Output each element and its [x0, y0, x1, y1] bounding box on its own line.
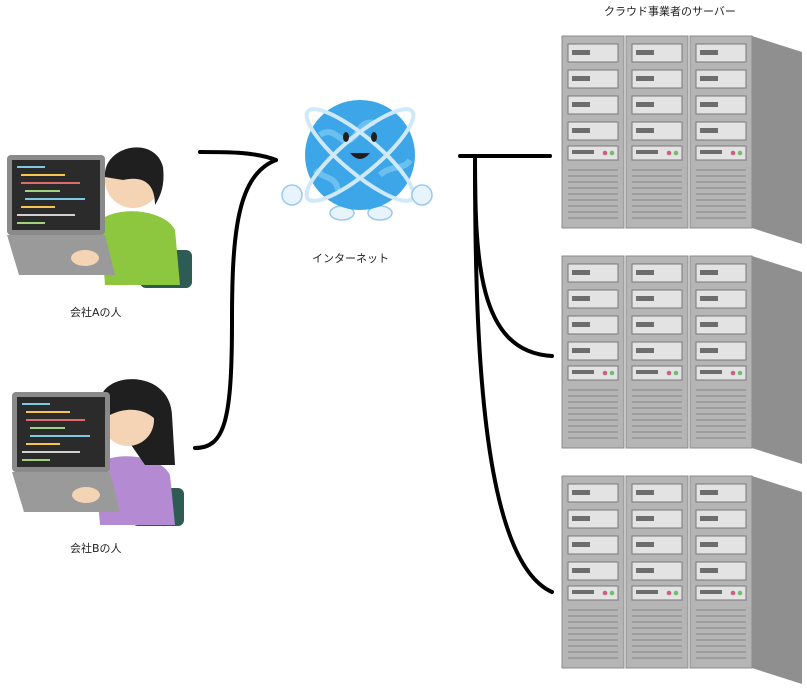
internet-globe — [280, 95, 440, 225]
person-company-b — [10, 370, 190, 530]
person-at-laptop-a-icon — [7, 147, 192, 288]
label-internet: インターネット — [312, 252, 389, 265]
label-company-b: 会社Bの人 — [70, 542, 122, 555]
server-rack-2 — [562, 256, 802, 464]
link-company-b-to-internet — [193, 158, 278, 450]
internet-globe-mascot-icon — [281, 100, 433, 221]
person-company-a — [5, 125, 195, 290]
server-rack-1 — [562, 36, 802, 244]
person-at-laptop-b-icon — [12, 379, 184, 526]
label-company-a: 会社Aの人 — [70, 306, 122, 319]
label-cloud-servers: クラウド事業者のサーバー — [604, 5, 736, 18]
link-company-a-to-internet — [198, 150, 278, 162]
link-internet-to-server-3 — [473, 154, 554, 594]
server-rack-3 — [562, 476, 802, 684]
